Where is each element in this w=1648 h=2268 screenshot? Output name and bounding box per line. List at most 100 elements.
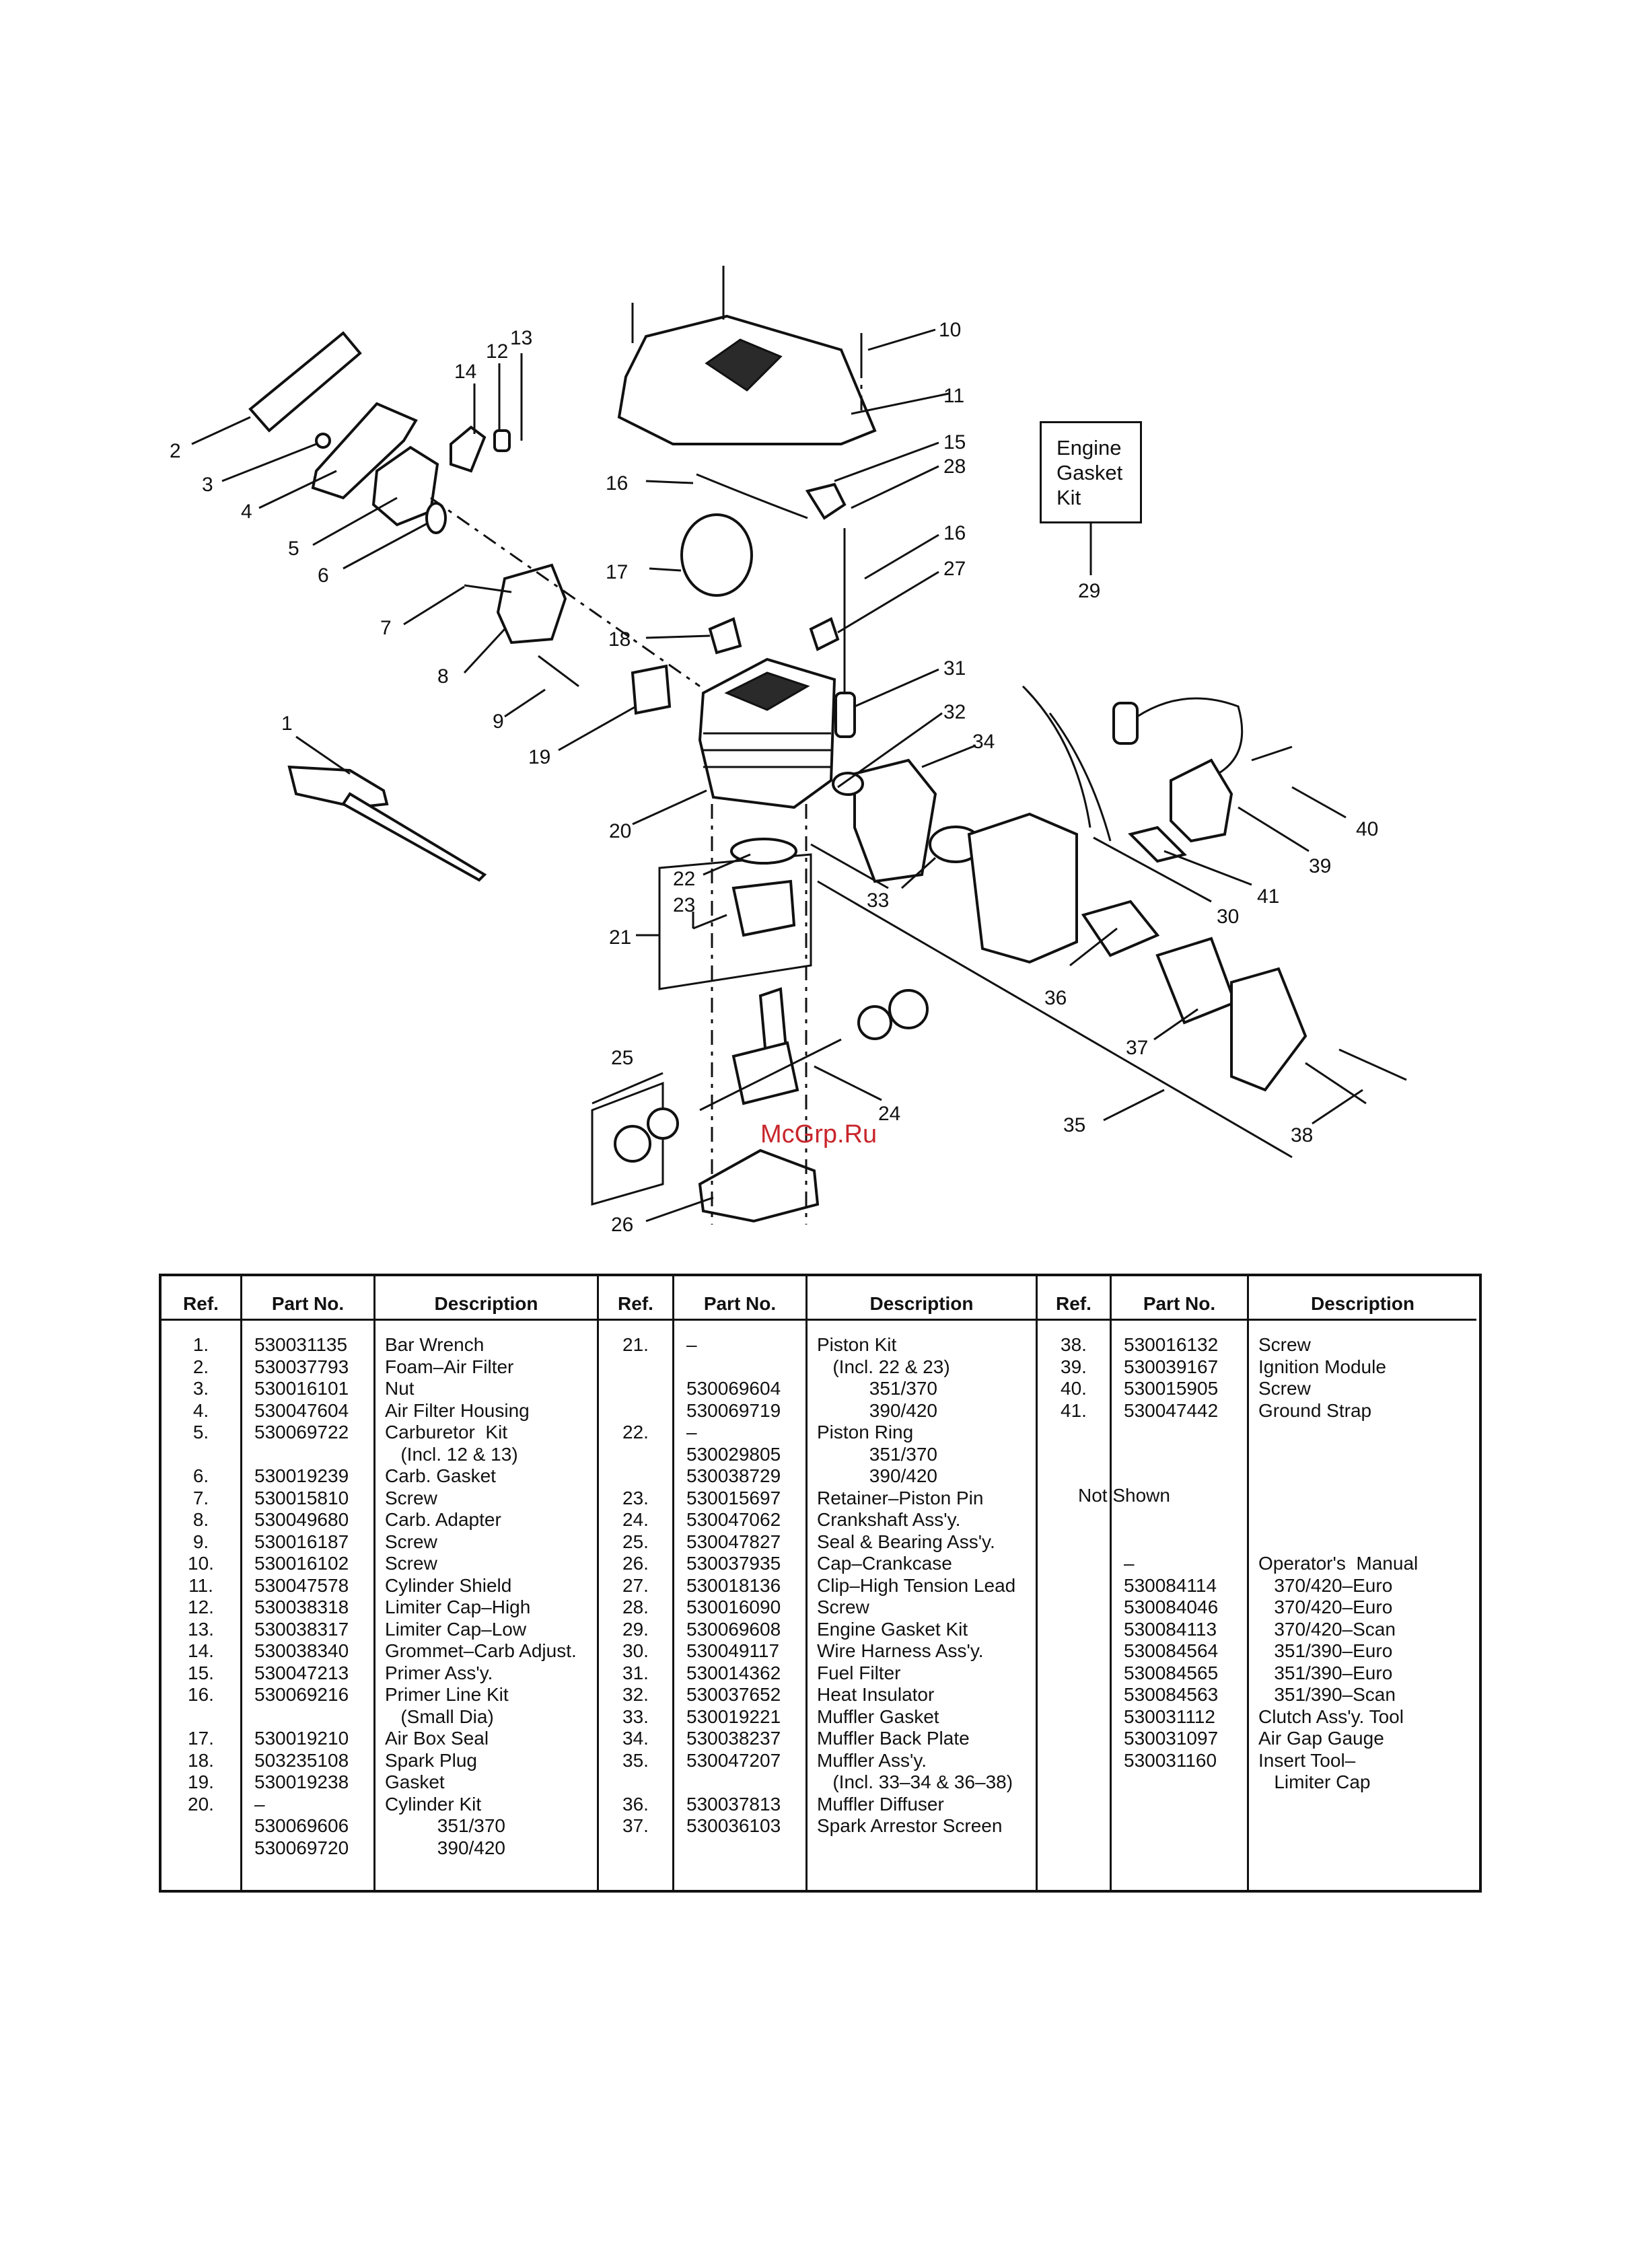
- table-cell: –: [686, 1334, 697, 1355]
- callout-16-lower: 16: [943, 522, 966, 544]
- callout-26: 26: [611, 1214, 633, 1236]
- table-cell: 12.: [188, 1597, 214, 1617]
- callout-13: 13: [510, 327, 532, 349]
- table-cell: 530018136: [686, 1574, 781, 1596]
- table-cell: 30.: [622, 1640, 649, 1661]
- table-cell: 351/370: [817, 1443, 938, 1465]
- table-cell: 7.: [192, 1487, 209, 1508]
- table-cell: 530049680: [254, 1509, 349, 1530]
- table-cell: 530019239: [254, 1465, 349, 1486]
- callout-leaders: [191, 328, 1363, 1222]
- table-cell: Limiter Cap–High: [385, 1597, 531, 1617]
- table-cell: Primer Line Kit: [385, 1684, 509, 1705]
- table-cell: 530031112: [1124, 1706, 1215, 1727]
- table-cell: 530037813: [686, 1793, 781, 1815]
- callout-25: 25: [611, 1047, 633, 1069]
- table-cell: Cap–Crankcase: [817, 1553, 952, 1574]
- table-cell: Piston Ring: [817, 1422, 914, 1442]
- table-cell: [1112, 1509, 1247, 1531]
- table-cell: 530047442: [1124, 1399, 1219, 1421]
- gasket-box-line-1: Engine: [1056, 436, 1122, 460]
- callout-4: 4: [241, 501, 252, 523]
- table-cell: 25.: [622, 1531, 649, 1552]
- table-cell: Muffler Diffuser: [817, 1793, 944, 1815]
- table-cell: Engine Gasket Kit: [817, 1618, 968, 1640]
- part-12-limiter-cap-high: [493, 429, 511, 452]
- header-part-no-2: Part No.: [674, 1276, 808, 1321]
- table-cell: 530038317: [254, 1618, 349, 1640]
- table-cell: 530037935: [686, 1553, 781, 1574]
- header-description-1: Description: [375, 1276, 599, 1321]
- table-cell: 20.: [188, 1793, 214, 1815]
- table-cell: 530047213: [254, 1662, 349, 1683]
- part-27-clip: [809, 617, 840, 651]
- callout-20: 20: [609, 820, 631, 842]
- table-cell: 530031097: [1124, 1728, 1219, 1749]
- callout-7: 7: [380, 617, 392, 639]
- table-cell: Grommet–Carb Adjust.: [385, 1640, 577, 1661]
- table-cell: 530019238: [254, 1771, 349, 1792]
- callout-41: 41: [1257, 885, 1279, 908]
- callout-38: 38: [1291, 1124, 1313, 1146]
- header-description-3: Description: [1249, 1276, 1476, 1321]
- table-cell: 530084563: [1124, 1684, 1219, 1705]
- table-cell: [599, 1356, 672, 1379]
- engine-gasket-kit-box: Engine Gasket Kit: [1040, 421, 1142, 523]
- part-19-gasket: [631, 664, 672, 715]
- table-cell: 21.: [622, 1334, 649, 1355]
- callout-5: 5: [288, 538, 299, 560]
- table-cell: Piston Kit: [817, 1334, 897, 1355]
- table-cell: 530084114: [1124, 1574, 1217, 1596]
- table-cell: [599, 1444, 672, 1466]
- table-cell: 5.: [192, 1422, 209, 1442]
- table-cell: [1112, 1422, 1247, 1444]
- table-cell: 36.: [622, 1793, 649, 1815]
- watermark: McGrp.Ru: [760, 1120, 877, 1148]
- table-cell: Seal & Bearing Ass'y.: [817, 1531, 995, 1552]
- table-cell: Wire Harness Ass'y.: [817, 1640, 984, 1661]
- header-ref-2: Ref.: [599, 1276, 674, 1321]
- table-cell: 39.: [1061, 1356, 1087, 1377]
- callout-9: 9: [493, 710, 504, 733]
- table-cell: [1249, 1465, 1476, 1488]
- table-cell: (Incl. 22 & 23): [817, 1356, 950, 1377]
- table-cell: Air Filter Housing: [385, 1399, 530, 1421]
- table-cell: 28.: [622, 1597, 649, 1617]
- callout-31: 31: [943, 657, 966, 680]
- table-cell: 530069216: [254, 1684, 349, 1705]
- part-7-screw: [464, 584, 512, 593]
- table-cell: Screw: [1258, 1378, 1311, 1399]
- table-cell: 18.: [188, 1749, 214, 1771]
- callout-6: 6: [318, 564, 329, 587]
- gasket-box-line-3: Kit: [1056, 486, 1081, 509]
- table-cell: 530069606: [254, 1815, 349, 1836]
- table-cell: Screw: [385, 1531, 437, 1552]
- table-cell: 530038318: [254, 1597, 349, 1617]
- table-cell: 351/390–Euro: [1258, 1662, 1393, 1683]
- table-cell: 17.: [188, 1728, 214, 1749]
- table-cell: 530016187: [254, 1531, 349, 1552]
- table-cell: 530016132: [1124, 1334, 1219, 1355]
- callout-24: 24: [878, 1103, 900, 1125]
- table-cell: 29.: [622, 1618, 649, 1640]
- table-cell: Cylinder Shield: [385, 1574, 512, 1596]
- table-cell: 10.: [188, 1553, 214, 1574]
- callout-1: 1: [281, 712, 293, 735]
- table-cell: Gasket: [385, 1771, 445, 1792]
- callout-11: 11: [943, 385, 964, 407]
- callout-27: 27: [943, 558, 966, 580]
- callout-12: 12: [486, 340, 508, 363]
- table-cell: Screw: [385, 1553, 437, 1574]
- table-cell: 370/420–Euro: [1258, 1574, 1393, 1596]
- table-cell: [1249, 1488, 1476, 1510]
- callout-10: 10: [939, 319, 961, 341]
- table-cell: Primer Ass'y.: [385, 1662, 493, 1683]
- table-cell: 9.: [192, 1531, 209, 1552]
- table-cell: [1249, 1422, 1476, 1444]
- table-cell: Insert Tool–: [1258, 1749, 1356, 1771]
- part-32-heat-insulator: [832, 772, 864, 796]
- part-30-wire-harness: [1022, 685, 1112, 842]
